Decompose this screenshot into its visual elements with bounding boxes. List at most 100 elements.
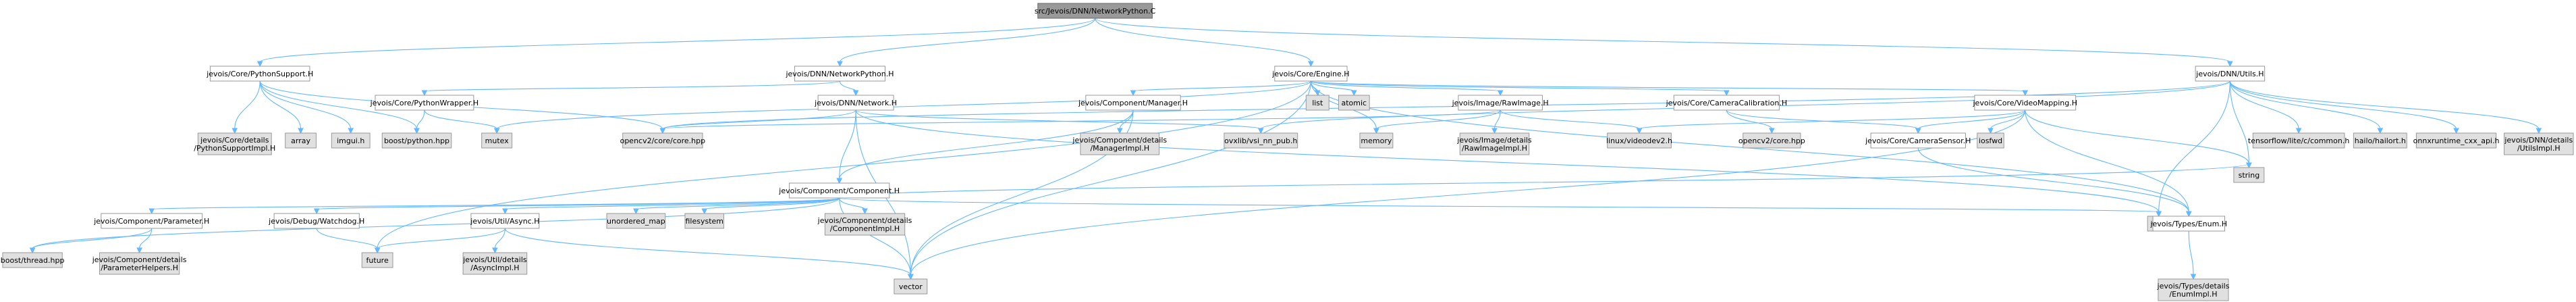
node-box — [2415, 132, 2497, 149]
edge-rawimg-to-memory — [1375, 109, 1501, 130]
node-label: jevois/Util/details — [462, 255, 527, 264]
node-label: jevois/Core/VideoMapping.H — [1973, 99, 2078, 107]
node-label: jevois/Component/details — [92, 255, 187, 264]
arrowhead-engine-to-mutex — [493, 128, 500, 134]
edge-component-to-filesystem — [704, 197, 840, 210]
node-label: jevois/DNN/NetworkPython.H — [785, 70, 894, 78]
edge-engine-to-mutex — [496, 80, 1311, 130]
node-label: iosfwd — [1979, 136, 2002, 145]
node-memory: memory — [1359, 132, 1394, 149]
node-async[interactable]: jevois/Util/Async.H — [470, 213, 540, 229]
node-camcal[interactable]: jevois/Core/CameraCalibration.H — [1666, 95, 1788, 111]
node-iosfwd: iosfwd — [1977, 132, 2004, 149]
node-label: boost/python.hpp — [384, 136, 449, 145]
node-rawimg[interactable]: jevois/Image/RawImage.H — [1452, 95, 1549, 111]
node-paramhelpers: jevois/Component/details/ParameterHelper… — [92, 252, 187, 275]
node-compimpl: jevois/Component/details/ComponentImpl.H — [817, 213, 912, 236]
node-label: jevois/Component/Component.H — [778, 186, 900, 195]
node-label: unordered_map — [607, 217, 665, 226]
node-onnx: onnxruntime_cxx_api.h — [2413, 132, 2499, 149]
node-root[interactable]: src/Jevois/DNN/NetworkPython.C — [1035, 3, 1156, 19]
arrowhead-component-to-async — [502, 208, 508, 215]
node-watchdog[interactable]: jevois/Debug/Watchdog.H — [268, 213, 364, 229]
edge-vidmap-to-enum — [2025, 109, 2189, 213]
node-label: imgui.h — [337, 136, 364, 145]
edge-root-to-netpyH — [839, 18, 1096, 63]
arrowhead-camcal-to-opencvhpp — [1769, 128, 1775, 134]
arrowhead-pysup-to-array — [298, 128, 304, 134]
node-pywrap[interactable]: jevois/Core/PythonWrapper.H — [370, 95, 479, 111]
node-atomic: atomic — [1338, 95, 1370, 111]
arrowhead-component-to-compimpl — [862, 208, 868, 215]
node-enum[interactable]: jevois/Types/Enum.H — [2149, 216, 2227, 232]
arrowhead-pywrap-to-boostpy — [414, 128, 420, 134]
edge-network-to-map — [855, 109, 2160, 213]
node-mgrimpl: jevois/Component/details/ManagerImpl.H — [1072, 132, 1167, 155]
arrowhead-camsensor-to-enum — [2185, 211, 2192, 218]
node-param[interactable]: jevois/Component/Parameter.H — [93, 213, 209, 229]
node-box — [462, 252, 528, 275]
node-utils[interactable]: jevois/DNN/Utils.H — [2195, 66, 2266, 82]
arrowhead-component-to-watchdog — [313, 208, 320, 215]
edge-watchdog-to-future — [316, 228, 378, 249]
node-label: string — [2239, 171, 2260, 180]
node-box — [481, 132, 513, 149]
node-list: list — [1305, 95, 1330, 111]
node-box — [1305, 95, 1330, 111]
node-label: jevois/Types/Enum.H — [2149, 220, 2227, 228]
edge-pywrap-to-boostpy — [416, 109, 425, 130]
node-box — [1459, 132, 1530, 155]
node-label: /ParameterHelpers.H — [101, 263, 178, 272]
node-boostpy: boost/python.hpp — [381, 132, 452, 149]
node-label: vector — [899, 282, 923, 291]
node-box — [2504, 132, 2574, 155]
edge-component-to-vector — [839, 197, 911, 276]
node-box — [1274, 66, 1348, 82]
node-unordered: unordered_map — [606, 213, 666, 229]
edge-engine-to-compmgr — [1132, 80, 1311, 92]
edge-component-to-unordered — [635, 197, 840, 210]
edge-param-to-boostthread — [32, 228, 153, 249]
edge-engine-to-vidmap — [1310, 80, 2026, 92]
node-label: jevois/Util/Async.H — [470, 217, 539, 226]
edge-engine-to-camcal — [1310, 80, 1727, 92]
edge-netpyH-to-network — [839, 80, 856, 92]
node-netpyH[interactable]: jevois/DNN/NetworkPython.H — [785, 66, 894, 82]
node-tflite: tensorflow/lite/c/common.h — [2248, 132, 2349, 149]
node-box — [2158, 278, 2229, 301]
node-rawimpl: jevois/Image/details/RawImageImpl.H — [1456, 132, 1532, 155]
node-box — [99, 252, 180, 275]
edge-async-to-vector — [504, 228, 911, 276]
node-box — [273, 213, 360, 229]
arrowhead-vidmap-to-iosfwd — [1988, 128, 1994, 134]
node-compmgr[interactable]: jevois/Component/Manager.H — [1078, 95, 1188, 111]
node-utilsimpl: jevois/DNN/details/UtilsImpl.H — [2504, 132, 2574, 155]
node-box — [606, 213, 666, 229]
node-box — [2195, 66, 2266, 82]
node-camsensor[interactable]: jevois/Core/CameraSensor.H — [1865, 132, 1971, 149]
dependency-edges — [29, 18, 2542, 280]
node-enumimpl: jevois/Types/details/EnumImpl.H — [2157, 278, 2230, 301]
node-box — [1080, 132, 1160, 155]
arrowhead-root-to-netpyH — [837, 61, 843, 68]
node-box — [1974, 95, 2077, 111]
node-vidmap[interactable]: jevois/Core/VideoMapping.H — [1973, 95, 2078, 111]
node-component[interactable]: jevois/Component/Component.H — [778, 182, 900, 199]
edge-component-to-watchdog — [316, 197, 840, 210]
node-box — [1977, 132, 2004, 149]
arrowhead-async-to-vector — [908, 274, 914, 280]
node-box — [381, 132, 452, 149]
arrowhead-root-to-engine — [1308, 61, 1314, 68]
node-label: jevois/DNN/Utils.H — [2195, 70, 2264, 78]
node-mutex: mutex — [481, 132, 513, 149]
node-pysup[interactable]: jevois/Core/PythonSupport.H — [206, 66, 313, 82]
node-network[interactable]: jevois/DNN/Network.H — [814, 95, 897, 111]
node-engine[interactable]: jevois/Core/Engine.H — [1271, 66, 1350, 82]
node-label: /ComponentImpl.H — [830, 224, 900, 233]
edge-utils-to-string — [2229, 80, 2249, 164]
node-label: jevois/Core/CameraSensor.H — [1865, 136, 1971, 145]
arrowhead-component-to-filesystem — [701, 208, 708, 215]
node-ovxlib: ovxlib/vsi_nn_pub.h — [1224, 132, 1298, 149]
arrowhead-root-to-pysup — [256, 61, 263, 68]
arrowhead-engine-to-vidmap — [2022, 90, 2029, 97]
